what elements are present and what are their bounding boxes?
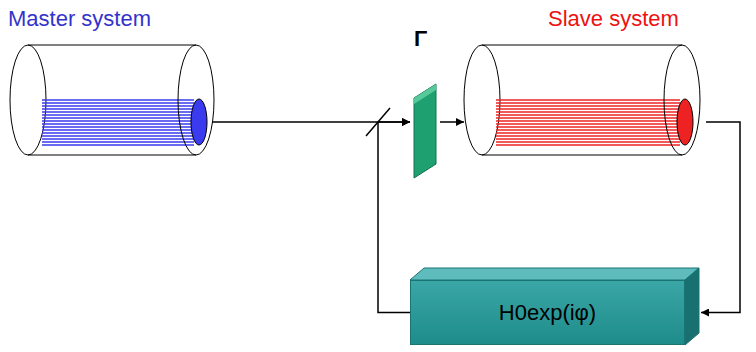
- signal-arrow: [440, 121, 464, 123]
- system-heading: Master system: [8, 6, 151, 32]
- laser-cavity: Master system: [0, 0, 224, 165]
- filter-plate: Γ: [410, 26, 440, 186]
- box-top-face: [410, 268, 699, 280]
- signal-arrow: [701, 122, 740, 313]
- laser-cavity: Slave system: [460, 0, 710, 165]
- box-side-face: [685, 268, 699, 345]
- box-label: H0exp(iφ): [499, 300, 596, 326]
- symbol-label: Γ: [414, 26, 427, 52]
- signal-arrow: [378, 122, 410, 313]
- system-heading: Slave system: [548, 6, 679, 32]
- transfer-function-box: H0exp(iφ): [410, 280, 685, 345]
